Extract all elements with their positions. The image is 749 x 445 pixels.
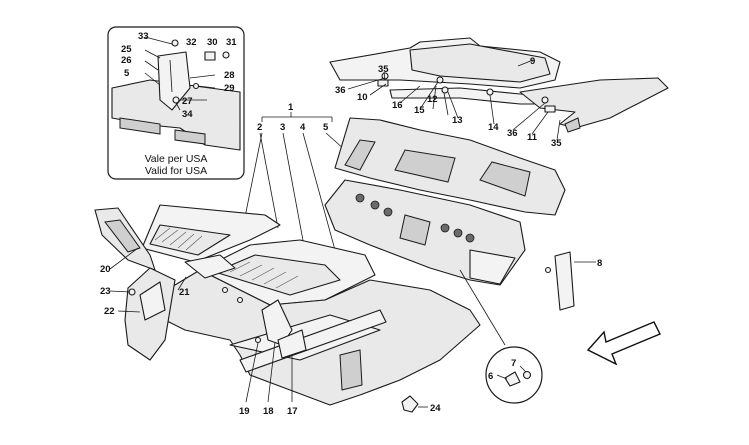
inset-clip-27 [172,96,180,104]
screw-19 [254,336,262,344]
inset-caption-line2: Valid for USA [145,165,207,177]
callout-32: 32 [186,37,197,48]
inset-screw-31 [222,51,230,59]
callout-30: 30 [207,37,218,48]
callout-22: 22 [104,306,115,317]
seat-bracket-17 [277,329,307,359]
callout-14: 14 [488,122,499,133]
right-floor-mat [199,239,376,306]
callout-20: 20 [100,264,111,275]
callout-4: 4 [300,122,306,133]
callout-29: 29 [224,83,235,94]
callout-10: 10 [357,92,368,103]
left-floor-mat [141,204,281,263]
floor-clip-24: 24 [401,395,441,414]
callout-25: 25 [121,44,132,55]
inset-clip-30 [204,51,216,61]
callout-15: 15 [414,105,425,116]
callout-5: 5 [323,122,329,133]
group-1-bracket: 1 2 3 4 5 [243,102,346,306]
inset-caption-line1: Vale per USA [145,153,208,165]
tunnel-bar [239,309,387,373]
callout-16: 16 [392,100,403,111]
sill-cover-21 [184,254,236,279]
callout-34: 34 [182,109,193,120]
usa-inset: 33 32 30 31 25 26 5 28 27 29 34 Vale per… [107,26,245,180]
left-side-panels: 20 23 22 21 [94,207,236,361]
callout-5-inset: 5 [124,68,130,79]
callout-36-left: 36 [335,85,346,96]
callout-12-mid: 12 [427,94,438,105]
main-floor-carpet [149,269,481,406]
callout-31: 31 [226,37,237,48]
callout-6: 6 [488,371,493,382]
callout-1: 1 [288,102,294,113]
inset-bracket [157,51,191,111]
callout-26: 26 [121,55,132,66]
callout-11: 11 [527,132,538,143]
callout-36-right: 36 [507,128,518,139]
inset-screw-32 [171,39,179,47]
callout-13: 13 [452,115,463,126]
callout-35-left: 35 [378,64,389,75]
callout-35-right: 35 [551,138,562,149]
callout-3: 3 [280,122,285,133]
callout-19: 19 [239,406,250,417]
callout-33: 33 [138,31,149,42]
callout-9: 9 [530,56,535,67]
bracket-8 [554,251,575,311]
callout-21: 21 [179,287,190,298]
callout-24: 24 [430,403,441,414]
callout-17: 17 [287,406,298,417]
rear-shelf-trim-assembly: 9 36 35 10 16 15 12 12 13 14 36 11 35 [329,37,669,149]
callout-8: 8 [597,258,602,269]
callout-18: 18 [263,406,274,417]
callout-2: 2 [257,122,262,133]
callout-7: 7 [511,358,516,369]
side-bracket-8: 8 [544,251,602,311]
callout-28: 28 [224,70,235,81]
right-side-trim [519,77,669,129]
callout-23: 23 [100,286,111,297]
rear-bulkhead-carpet [324,117,566,286]
center-brackets: 19 18 17 [239,299,307,417]
front-direction-arrow-icon [586,321,661,366]
callout-27: 27 [182,96,193,107]
inset-carpet-flap [119,117,161,135]
fastener-detail: 6 7 [459,269,543,404]
